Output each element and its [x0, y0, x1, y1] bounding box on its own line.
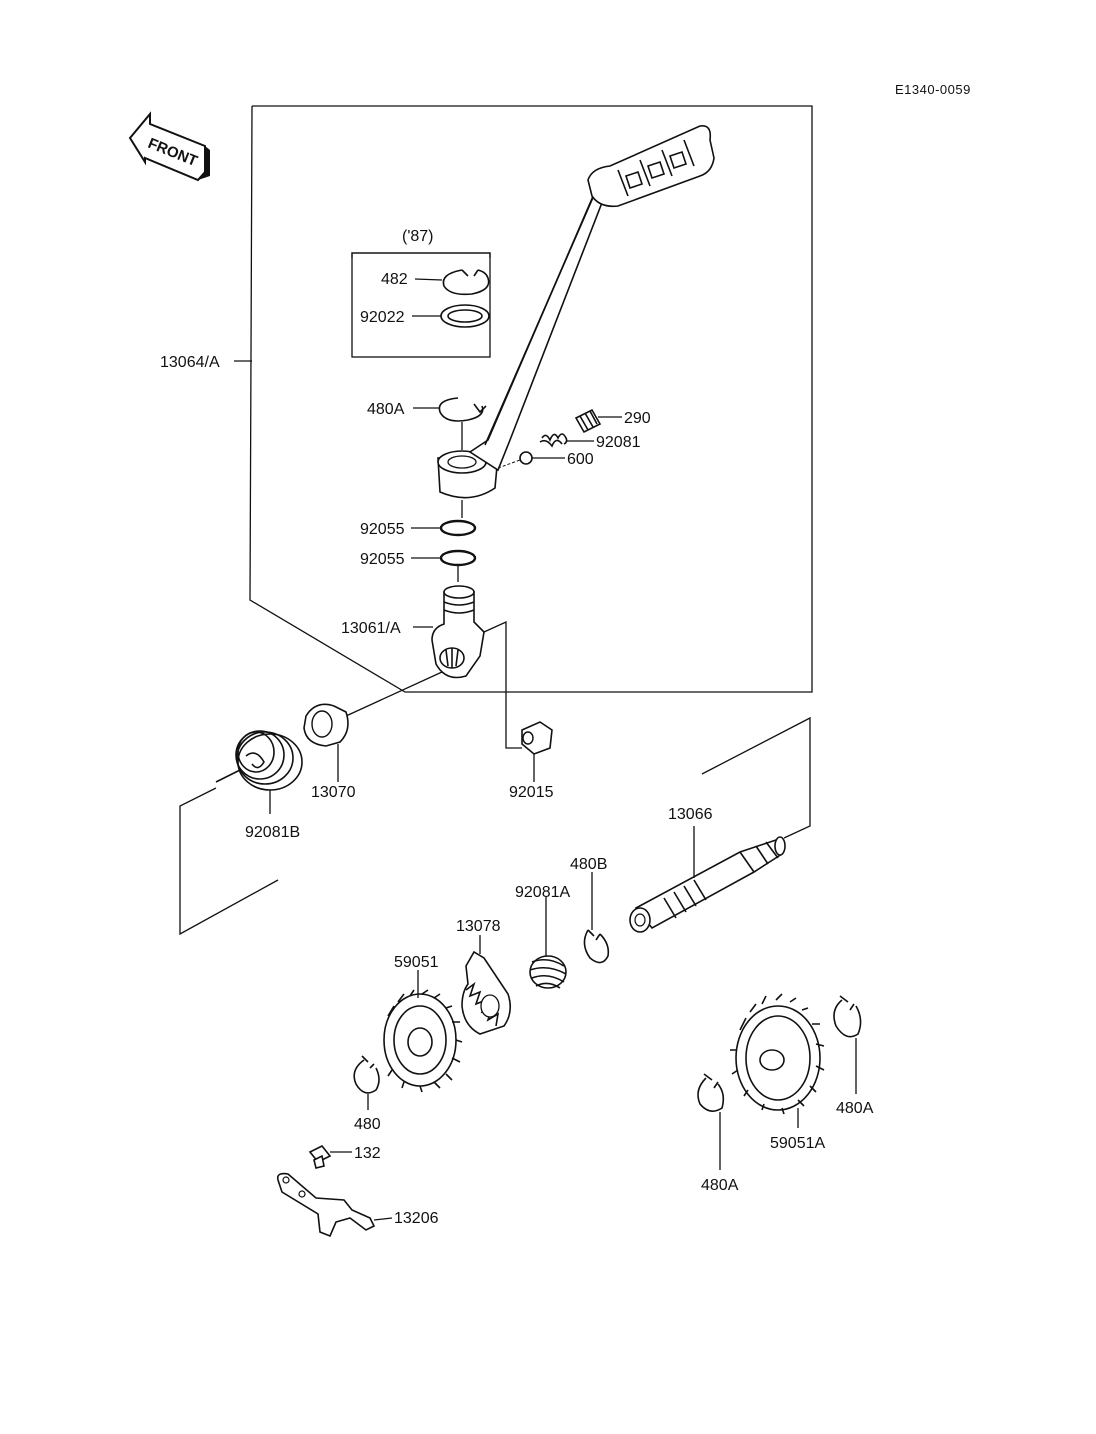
gear-59051 [383, 970, 463, 1093]
circlip-480B [583, 872, 610, 964]
spring-92081B [215, 730, 303, 814]
ratchet-13078 [461, 935, 512, 1035]
label-480: 480 [354, 1116, 381, 1133]
label-132: 132 [354, 1145, 381, 1162]
circlip-480A-bottom [697, 1073, 725, 1170]
circlip-482 [414, 269, 490, 296]
bolt-132 [308, 1144, 352, 1169]
o-ring-92055-a [411, 500, 477, 537]
kick-shaft-13066 [629, 826, 786, 933]
label-92022: 92022 [360, 309, 405, 326]
label-13066: 13066 [668, 806, 713, 823]
circlip-480 [353, 1055, 380, 1110]
label-92015: 92015 [509, 784, 554, 801]
circlip-480A-top [413, 397, 487, 450]
label-92081: 92081 [596, 434, 641, 451]
spring-92081A [529, 896, 567, 989]
label-600: 600 [567, 451, 594, 468]
year-box [351, 252, 491, 358]
kick-pedal [437, 124, 715, 499]
lower-left-bracket [179, 787, 279, 936]
washer-92022 [412, 304, 490, 328]
label-13206: 13206 [394, 1210, 439, 1227]
label-59051A: 59051A [770, 1135, 825, 1152]
label-92081A: 92081A [515, 884, 570, 901]
bolt-290 [574, 408, 622, 434]
o-ring-92055-b [411, 549, 477, 582]
spring-92081 [539, 433, 594, 448]
collar-13070 [303, 703, 349, 782]
assembly-outline [249, 105, 813, 693]
label-92081B: 92081B [245, 824, 300, 841]
label-480A-top: 480A [367, 401, 405, 418]
shaft-bracket [701, 716, 811, 839]
diagram-code: E1340-0059 [895, 82, 971, 97]
kick-boss-13061A [413, 585, 485, 679]
label-59051: 59051 [394, 954, 439, 971]
label-480A-right: 480A [836, 1100, 874, 1117]
label-92055-b: 92055 [360, 551, 405, 568]
label-13064A: 13064/A [160, 354, 220, 371]
year-bracket [351, 252, 491, 258]
ball-600 [497, 451, 565, 469]
label-290: 290 [624, 410, 651, 427]
front-arrow-icon: FRONT [128, 111, 210, 182]
label-480B: 480B [570, 856, 607, 873]
label-92055-a: 92055 [360, 521, 405, 538]
gear-59051A [730, 993, 825, 1128]
label-482: 482 [381, 271, 408, 288]
plate-13206 [276, 1172, 393, 1238]
nut-92015 [521, 721, 553, 782]
label-13061A: 13061/A [341, 620, 401, 637]
label-480A-bottom: 480A [701, 1177, 739, 1194]
circlip-480A-right [833, 995, 862, 1094]
label-13070: 13070 [311, 784, 356, 801]
year-note: ('87) [402, 228, 434, 245]
label-13078: 13078 [456, 918, 501, 935]
